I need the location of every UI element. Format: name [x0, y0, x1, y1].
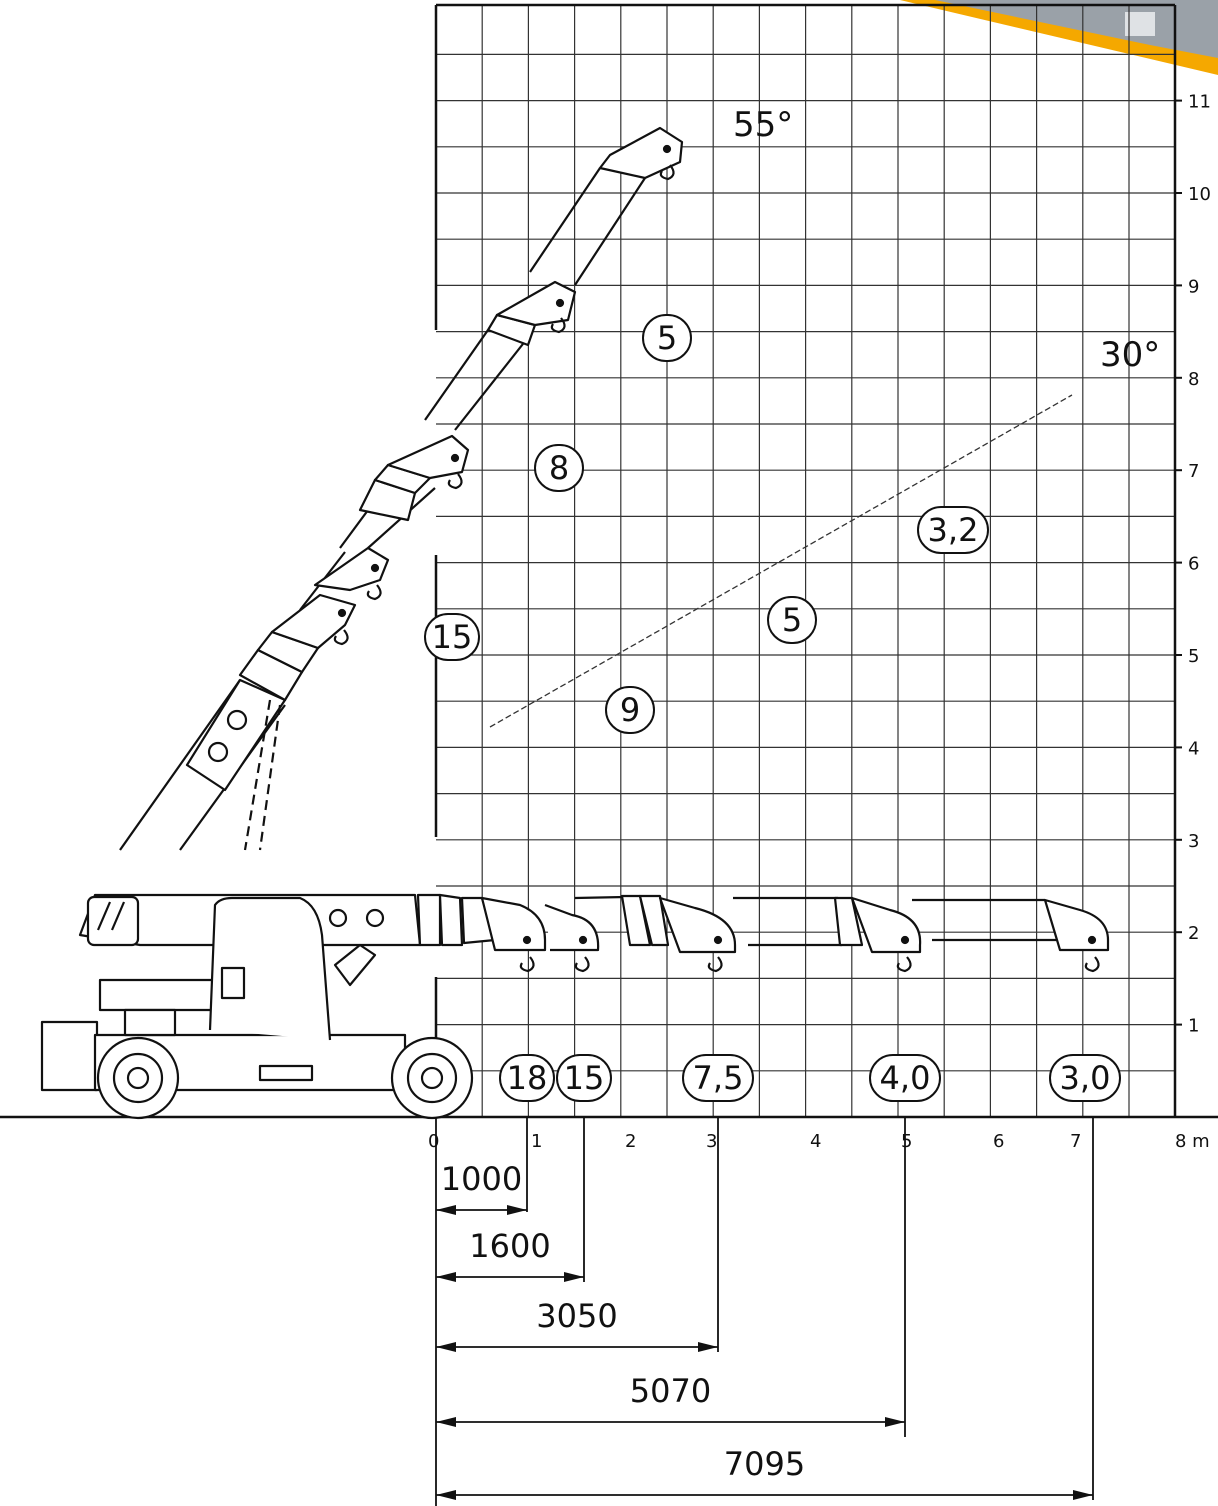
dimension-value: 5070 [630, 1372, 711, 1410]
capacity-label: 5 [767, 596, 817, 644]
boom-angle-30-line [489, 394, 1073, 728]
reach-dimension: 3050 [436, 1117, 719, 1352]
x-axis: 0 1 2 3 4 5 6 7 8 m [428, 1131, 1210, 1152]
y-tick-label: 7 [1188, 461, 1199, 482]
capacity-circle [869, 1054, 941, 1102]
y-tick-label: 5 [1188, 646, 1199, 667]
dimension-value: 1600 [469, 1227, 550, 1265]
capacity-value: 9 [620, 691, 640, 729]
x-tick-label: 1 [531, 1131, 542, 1152]
capacity-circle [424, 613, 480, 661]
reach-dimension: 5070 [436, 1117, 906, 1437]
x-tick-label: 0 [428, 1131, 439, 1152]
capacity-circle [1049, 1054, 1121, 1102]
arrow-right-icon [507, 1205, 527, 1215]
capacity-label: 4,0 [869, 1054, 941, 1102]
capacity-circle [556, 1054, 612, 1102]
capacity-value: 15 [432, 618, 473, 656]
capacity-label: 9 [605, 686, 655, 734]
arrow-left-icon [436, 1342, 456, 1352]
y-tick-label: 4 [1188, 738, 1199, 759]
corner-photo-strip [900, 0, 1218, 75]
x-tick-label: 2 [625, 1131, 636, 1152]
arrow-right-icon [1073, 1490, 1093, 1500]
capacity-value: 5 [782, 601, 802, 639]
reach-dimension: 1600 [436, 1117, 585, 1282]
x-tick-label: 4 [810, 1131, 821, 1152]
capacity-value: 8 [549, 449, 569, 487]
y-tick-label: 8 [1188, 369, 1199, 390]
x-tick-label: 3 [706, 1131, 717, 1152]
capacity-value: 3,0 [1060, 1059, 1111, 1097]
capacity-label: 15 [424, 613, 480, 661]
y-tick-label: 11 [1188, 92, 1211, 113]
capacity-label: 3,2 [917, 506, 989, 554]
capacity-circle [605, 686, 655, 734]
capacity-circle [534, 444, 584, 492]
capacity-value: 3,2 [928, 511, 979, 549]
capacity-circle [499, 1054, 555, 1102]
capacity-circle [917, 506, 989, 554]
arrow-right-icon [564, 1272, 584, 1282]
capacity-circle [767, 596, 817, 644]
y-tick-label: 10 [1188, 184, 1211, 205]
dimension-value: 1000 [441, 1160, 522, 1198]
capacity-label: 18 [499, 1054, 555, 1102]
capacity-value: 7,5 [693, 1059, 744, 1097]
y-tick-label: 3 [1188, 831, 1199, 852]
reach-dimension: 1000 [436, 1117, 528, 1215]
arrow-right-icon [698, 1342, 718, 1352]
dimension-value: 7095 [724, 1445, 805, 1483]
capacity-labels: 5 8 15 3,2 5 9 18 15 7,5 4,0 3,0 [424, 314, 1121, 1102]
arrow-left-icon [436, 1490, 456, 1500]
capacity-circle [682, 1054, 754, 1102]
raised-boom-illustration [119, 126, 684, 851]
dimension-value: 3050 [536, 1297, 617, 1335]
capacity-value: 15 [564, 1059, 605, 1097]
capacity-value: 5 [657, 319, 677, 357]
reach-dimension: 7095 [436, 1117, 1094, 1500]
capacity-label: 3,0 [1049, 1054, 1121, 1102]
y-tick-label: 1 [1188, 1016, 1199, 1037]
y-tick-label: 9 [1188, 276, 1199, 297]
capacity-label: 15 [556, 1054, 612, 1102]
reach-dimensions: 1000 1600 3050 5070 7095 [435, 1117, 1094, 1506]
capacity-label: 5 [642, 314, 692, 362]
x-tick-label: 5 [901, 1131, 912, 1152]
capacity-value: 4,0 [880, 1059, 931, 1097]
chart-border [0, 3, 1218, 1119]
x-tick-label: 8 m [1175, 1131, 1210, 1152]
y-tick-label: 6 [1188, 554, 1199, 575]
angle-label-30: 30° [1100, 335, 1160, 375]
arrow-left-icon [436, 1205, 456, 1215]
crane-vehicle-illustration [40, 893, 1110, 1120]
y-axis: 1 2 3 4 5 6 7 8 9 10 11 [1175, 92, 1211, 1037]
capacity-label: 7,5 [682, 1054, 754, 1102]
arrow-right-icon [885, 1417, 905, 1427]
x-tick-label: 6 [993, 1131, 1004, 1152]
arrow-left-icon [436, 1417, 456, 1427]
y-tick-label: 2 [1188, 923, 1199, 944]
angle-label-55: 55° [733, 105, 793, 145]
x-tick-label: 7 [1070, 1131, 1081, 1152]
capacity-label: 8 [534, 444, 584, 492]
capacity-value: 18 [507, 1059, 548, 1097]
capacity-circle [642, 314, 692, 362]
arrow-left-icon [436, 1272, 456, 1282]
